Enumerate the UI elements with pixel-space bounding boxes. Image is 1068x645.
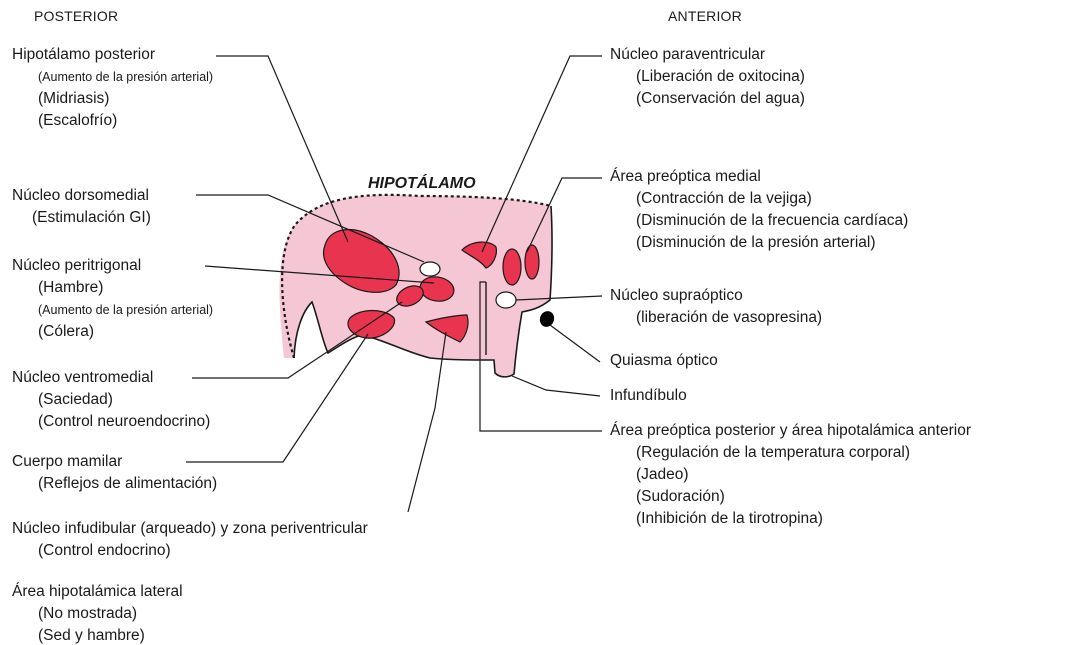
- label-posterior-hypothalamus: Hipotálamo posterior (Aumento de la pres…: [12, 44, 213, 132]
- label-detail: (Saciedad): [12, 389, 210, 411]
- label-detail: (Sudoración): [610, 486, 971, 508]
- label-detail: (Reflejos de alimentación): [12, 473, 217, 495]
- label-name: Infundíbulo: [610, 385, 687, 407]
- label-infundibular: Núcleo infudibular (arqueado) y zona per…: [12, 518, 368, 562]
- label-name: Núcleo dorsomedial: [12, 185, 151, 207]
- label-name: Núcleo peritrigonal: [12, 255, 213, 277]
- label-detail: (Inhibición de la tirotropina): [610, 508, 971, 530]
- label-infundibulum: Infundíbulo: [610, 385, 687, 407]
- label-detail: (Disminución de la presión arterial): [610, 232, 908, 254]
- label-detail: (Aumento de la presión arterial): [12, 299, 213, 321]
- label-detail: (Aumento de la presión arterial): [12, 66, 213, 88]
- label-name: Quiasma óptico: [610, 350, 718, 372]
- label-posterior-preoptic: Área preóptica posterior y área hipotalá…: [610, 420, 971, 530]
- label-ventromedial: Núcleo ventromedial (Saciedad) (Control …: [12, 367, 210, 433]
- optic-chiasm: [538, 309, 557, 329]
- label-dorsomedial: Núcleo dorsomedial (Estimulación GI): [12, 185, 151, 229]
- leader-mamilar: [186, 334, 368, 462]
- label-detail: (Escalofrío): [12, 110, 213, 132]
- label-name: Núcleo supraóptico: [610, 285, 822, 307]
- label-optic-chiasm: Quiasma óptico: [610, 350, 718, 372]
- label-name: Hipotálamo posterior: [12, 44, 213, 66]
- label-detail: (Sed y hambre): [12, 625, 183, 645]
- label-detail: (Regulación de la temperatura corporal): [610, 442, 971, 464]
- label-paraventricular: Núcleo paraventricular (Liberación de ox…: [610, 44, 805, 110]
- label-name: Área preóptica posterior y área hipotalá…: [610, 420, 971, 442]
- label-detail: (Conservación del agua): [610, 88, 805, 110]
- label-name: Área preóptica medial: [610, 166, 908, 188]
- label-peritrigonal: Núcleo peritrigonal (Hambre) (Aumento de…: [12, 255, 213, 343]
- label-detail: (liberación de vasopresina): [610, 307, 822, 329]
- leader-optic-chiasm: [550, 325, 600, 362]
- medial-preoptic-nucleus-left: [503, 249, 521, 285]
- medial-preoptic-nucleus-right: [525, 245, 539, 279]
- label-detail: (Hambre): [12, 277, 213, 299]
- label-supraoptic: Núcleo supraóptico (liberación de vasopr…: [610, 285, 822, 329]
- label-lateral-hypothalamic-area: Área hipotalámica lateral (No mostrada) …: [12, 581, 183, 645]
- label-detail: (Jadeo): [610, 464, 971, 486]
- label-detail: (Control neuroendocrino): [12, 411, 210, 433]
- label-detail: (Liberación de oxitocina): [610, 66, 805, 88]
- label-name: Núcleo ventromedial: [12, 367, 210, 389]
- label-medial-preoptic: Área preóptica medial (Contracción de la…: [610, 166, 908, 254]
- label-detail: (No mostrada): [12, 603, 183, 625]
- label-name: Cuerpo mamilar: [12, 451, 217, 473]
- leader-infundibulum: [512, 376, 600, 396]
- label-name: Núcleo infudibular (arqueado) y zona per…: [12, 518, 368, 540]
- label-detail: (Cólera): [12, 321, 213, 343]
- supraoptic-nucleus: [496, 292, 516, 308]
- label-detail: (Contracción de la vejiga): [610, 188, 908, 210]
- label-name: Área hipotalámica lateral: [12, 581, 183, 603]
- label-detail: (Estimulación GI): [12, 207, 151, 229]
- label-detail: (Midriasis): [12, 88, 213, 110]
- label-mamillary-body: Cuerpo mamilar (Reflejos de alimentación…: [12, 451, 217, 495]
- label-name: Núcleo paraventricular: [610, 44, 805, 66]
- label-detail: (Control endocrino): [12, 540, 368, 562]
- dorsomedial-nucleus: [420, 262, 440, 276]
- label-detail: (Disminución de la frecuencia cardíaca): [610, 210, 908, 232]
